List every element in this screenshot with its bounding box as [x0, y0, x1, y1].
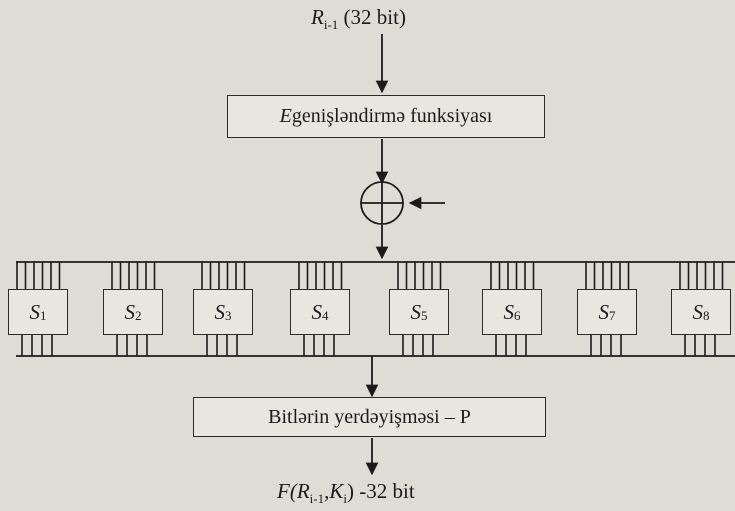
permutation-box: Bitlərin yerdəyişməsi – P: [193, 397, 546, 437]
xor-symbol: [360, 181, 404, 225]
input-label: Ri-1 (32 bit): [311, 5, 406, 33]
expansion-function-box: E genişləndirmə funksiyası: [227, 95, 545, 138]
output-label: F(Ri-1,Ki) -32 bit: [277, 479, 415, 507]
